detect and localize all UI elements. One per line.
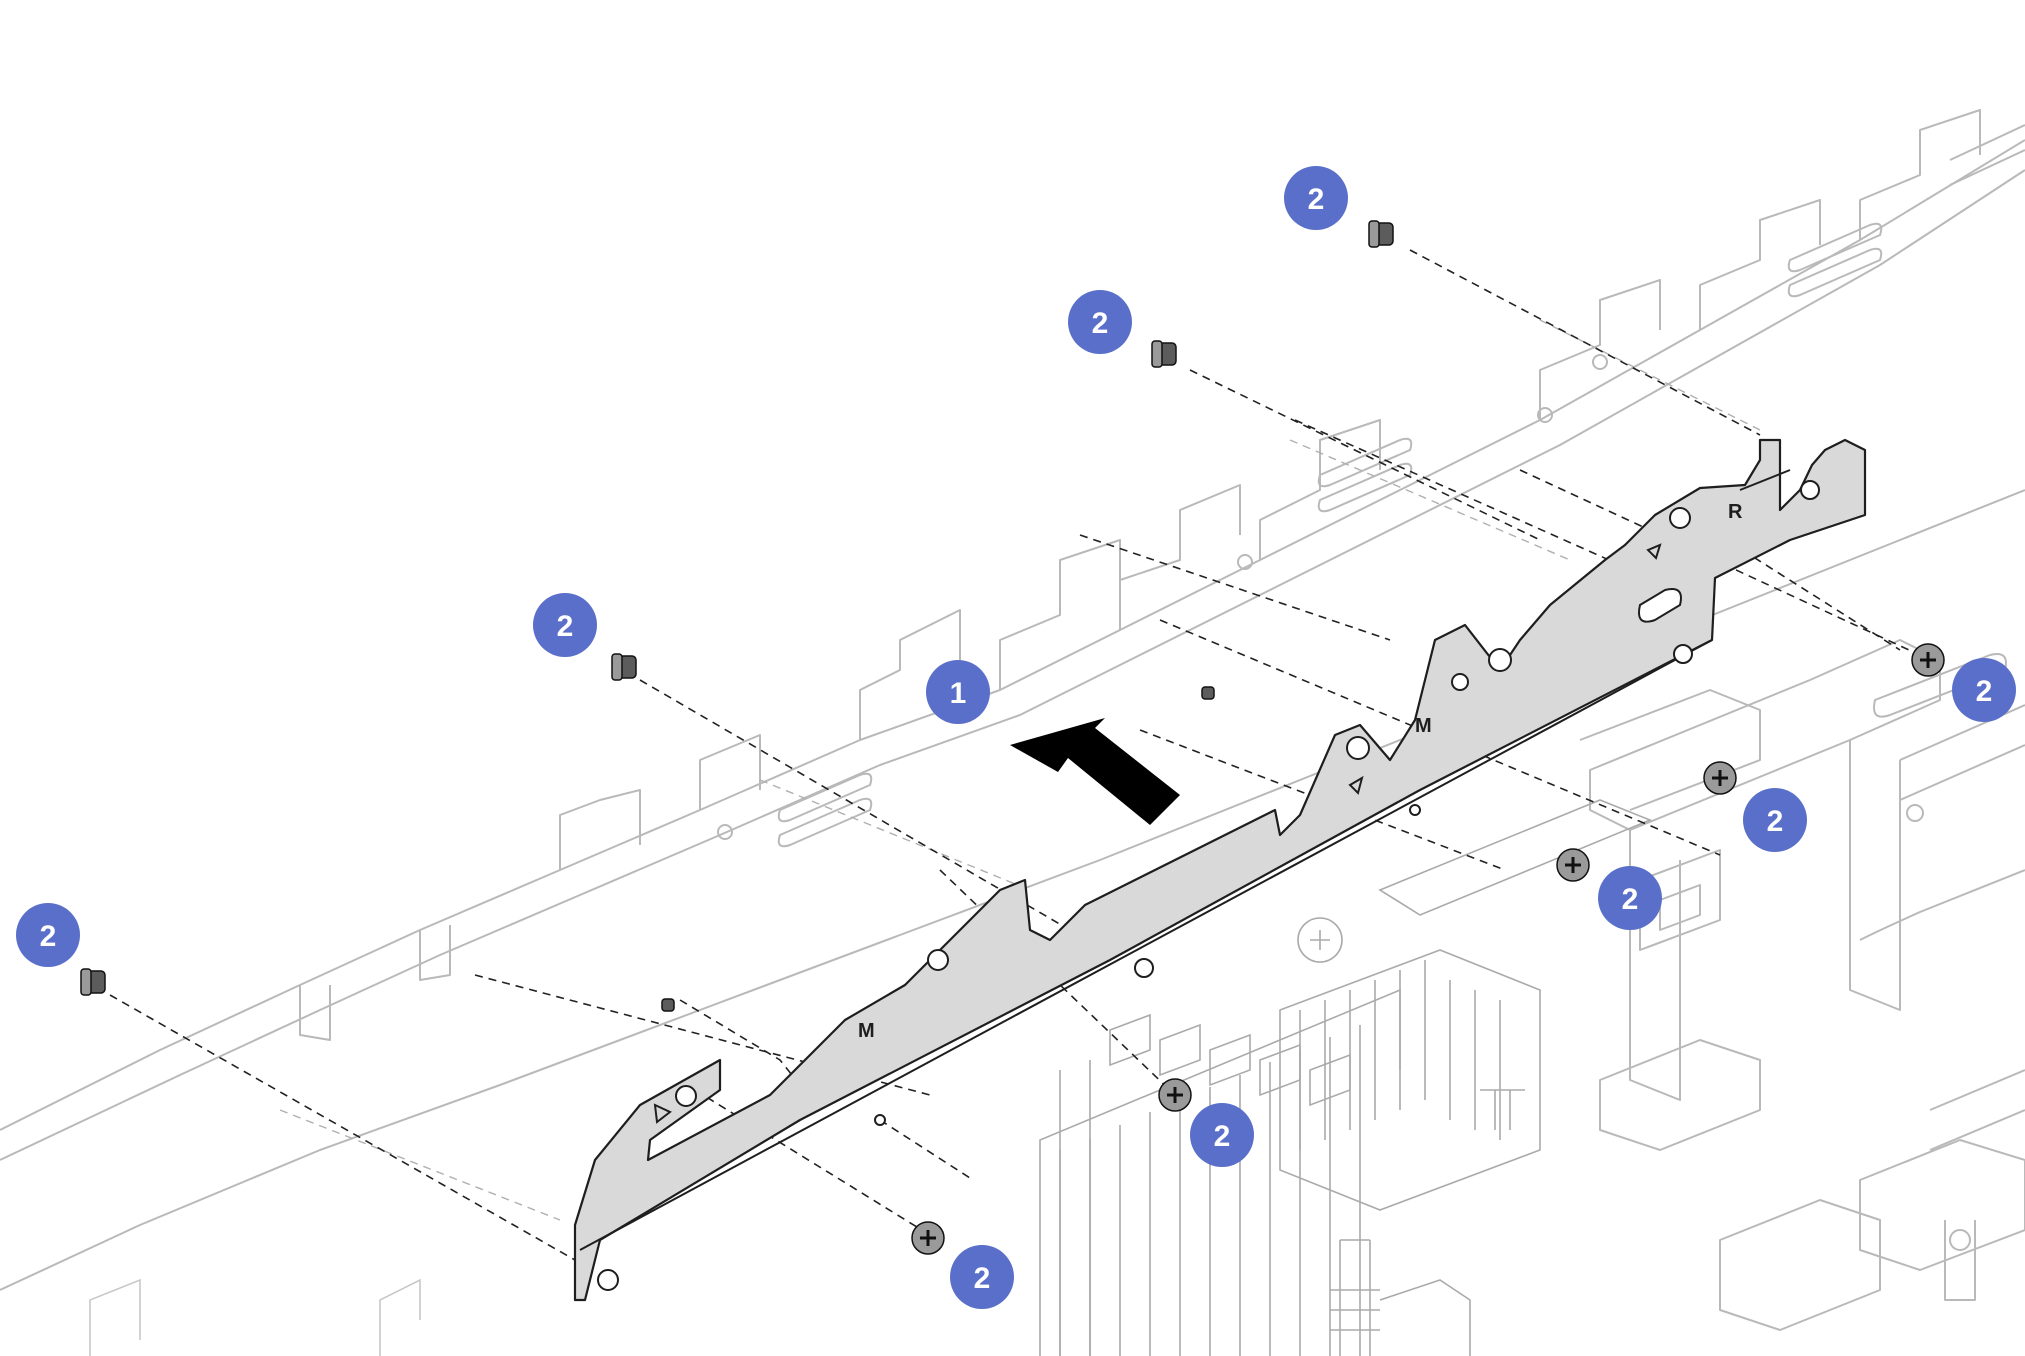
callout-step-2: 2 — [1952, 658, 2016, 722]
bracket-mark-front: M — [858, 1020, 875, 1042]
callout-step-2-label: 2 — [1092, 307, 1109, 340]
callout-step-2-label: 2 — [557, 610, 574, 643]
front-bracket: M M R — [573, 438, 1867, 1302]
callout-step-1: 1 — [926, 660, 990, 724]
callout-step-2: 2 — [1190, 1103, 1254, 1167]
screw-icon — [1368, 220, 1394, 248]
callout-step-2-label: 2 — [40, 920, 57, 953]
callout-step-2: 2 — [16, 903, 80, 967]
callout-step-2-label: 2 — [1976, 675, 1993, 708]
callout-step-2-label: 2 — [1308, 183, 1325, 216]
bracket-mark-middle: M — [1415, 715, 1432, 737]
callout-step-2: 2 — [533, 593, 597, 657]
callout-step-2-label: 2 — [1214, 1120, 1231, 1153]
direction-arrow-icon — [1010, 718, 1180, 825]
callout-step-2-label: 2 — [1767, 805, 1784, 838]
callout-step-2: 2 — [1068, 290, 1132, 354]
chassis-outline — [0, 109, 2025, 1356]
screw-icon — [911, 1221, 945, 1255]
screw-icon — [1703, 761, 1737, 795]
screw-icon — [661, 998, 675, 1012]
screw-icon — [1201, 686, 1215, 700]
callout-step-2: 2 — [1743, 788, 1807, 852]
callout-step-2: 2 — [950, 1245, 1014, 1309]
system-board — [1039, 799, 1653, 1356]
callout-step-2: 2 — [1598, 866, 1662, 930]
screw-icon — [1556, 848, 1590, 882]
screw-icon — [1151, 340, 1177, 368]
screws — [80, 220, 1945, 1255]
callout-step-2-label: 2 — [974, 1262, 991, 1295]
screw-icon — [1911, 643, 1945, 677]
alignment-guides — [109, 249, 1936, 1261]
callout-step-2-label: 2 — [1622, 883, 1639, 916]
callout-step-1-label: 1 — [950, 677, 967, 710]
callout-step-2: 2 — [1284, 166, 1348, 230]
screw-icon — [1158, 1078, 1192, 1112]
screw-icon — [80, 968, 106, 996]
screw-icon — [611, 653, 637, 681]
bracket-mark-rear: R — [1728, 501, 1743, 523]
hidden-guides — [279, 319, 1761, 1221]
